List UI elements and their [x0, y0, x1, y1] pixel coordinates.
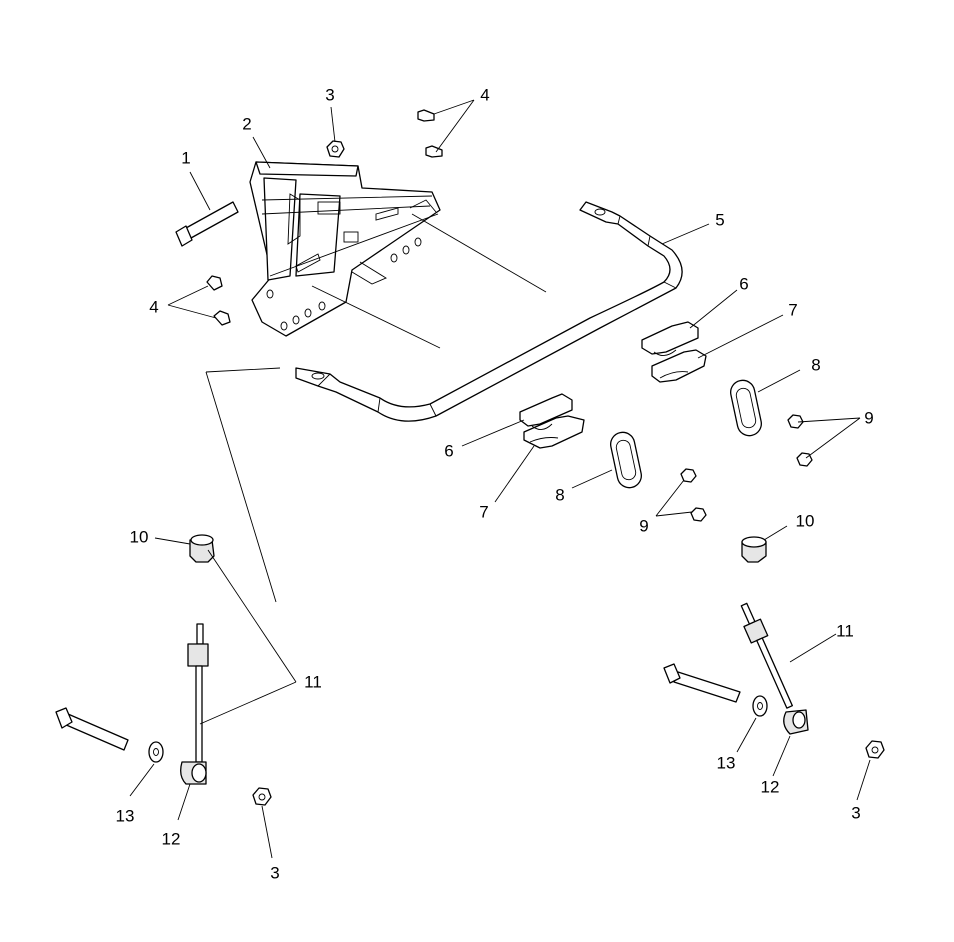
callout-11-left: 11	[304, 672, 322, 692]
part-8-clamp-plates	[610, 379, 762, 489]
callout-6-left: 6	[444, 441, 454, 461]
part-1-bolt	[175, 201, 239, 247]
leader-lines	[129, 99, 871, 859]
part-10-grommets	[189, 534, 767, 563]
callout-3-lower-left: 3	[270, 863, 280, 883]
callout-3-lower-right: 3	[851, 803, 861, 823]
callout-2: 2	[242, 114, 252, 134]
callout-7-right: 7	[788, 300, 798, 320]
callout-12-right: 12	[760, 777, 780, 797]
callout-4-left: 4	[149, 297, 159, 317]
callout-1: 1	[181, 148, 191, 168]
callout-3-top: 3	[325, 85, 335, 105]
callout-4-top: 4	[480, 85, 490, 105]
part-3-nuts-lower	[252, 740, 885, 806]
callout-6-right: 6	[739, 274, 749, 294]
part-3-nut-top	[326, 140, 345, 158]
part-2-mounting-bracket	[249, 161, 441, 337]
part-5-stabilizer-bar	[295, 201, 683, 422]
callout-12-left: 12	[161, 829, 181, 849]
part-13-washers	[148, 695, 768, 763]
part-6-7-bushings-right	[641, 321, 707, 383]
callout-10-right: 10	[795, 511, 815, 531]
callout-9-left: 9	[639, 516, 649, 536]
callout-13-right: 13	[716, 753, 736, 773]
callout-7-left: 7	[479, 502, 489, 522]
callout-9-right: 9	[864, 408, 874, 428]
part-6-7-bushings-left	[519, 393, 585, 449]
callout-10-left: 10	[129, 527, 149, 547]
callout-8-left: 8	[555, 485, 565, 505]
callout-13-left: 13	[115, 806, 135, 826]
callout-8-right: 8	[811, 355, 821, 375]
lower-bolts	[55, 663, 741, 751]
callout-11-right: 11	[836, 621, 854, 641]
part-12-eye-ends	[180, 709, 809, 785]
callout-5: 5	[715, 210, 725, 230]
